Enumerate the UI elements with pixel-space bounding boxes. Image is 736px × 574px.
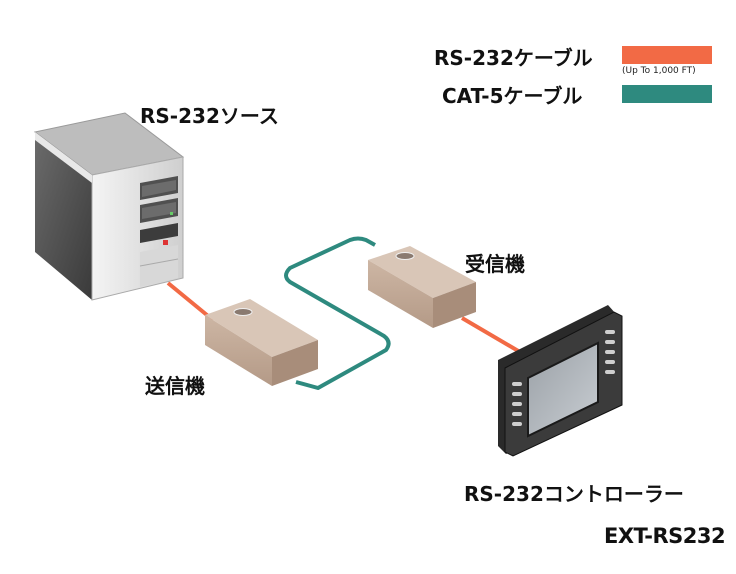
legend-cat5-label: CAT-5ケーブル [442, 84, 583, 108]
controller-device [498, 305, 623, 457]
sender-label: 送信機 [145, 374, 205, 398]
sender-box [205, 299, 318, 386]
legend-rs232-label: RS-232ケーブル [434, 46, 593, 70]
source-pc [33, 112, 185, 301]
source-label: RS-232ソース [140, 104, 279, 128]
rs232-cable-controller [460, 316, 522, 354]
controller-label: RS-232コントローラー [464, 482, 684, 506]
receiver-label: 受信機 [465, 252, 525, 276]
rs232-cable-source [166, 281, 215, 322]
cat5-cable [284, 236, 391, 390]
legend-rs232-swatch [622, 46, 712, 64]
legend-cat5-swatch [622, 85, 712, 103]
model-label: EXT-RS232 [604, 524, 726, 548]
receiver-box [368, 246, 476, 328]
legend-rs232-note: (Up To 1,000 FT) [622, 66, 696, 76]
